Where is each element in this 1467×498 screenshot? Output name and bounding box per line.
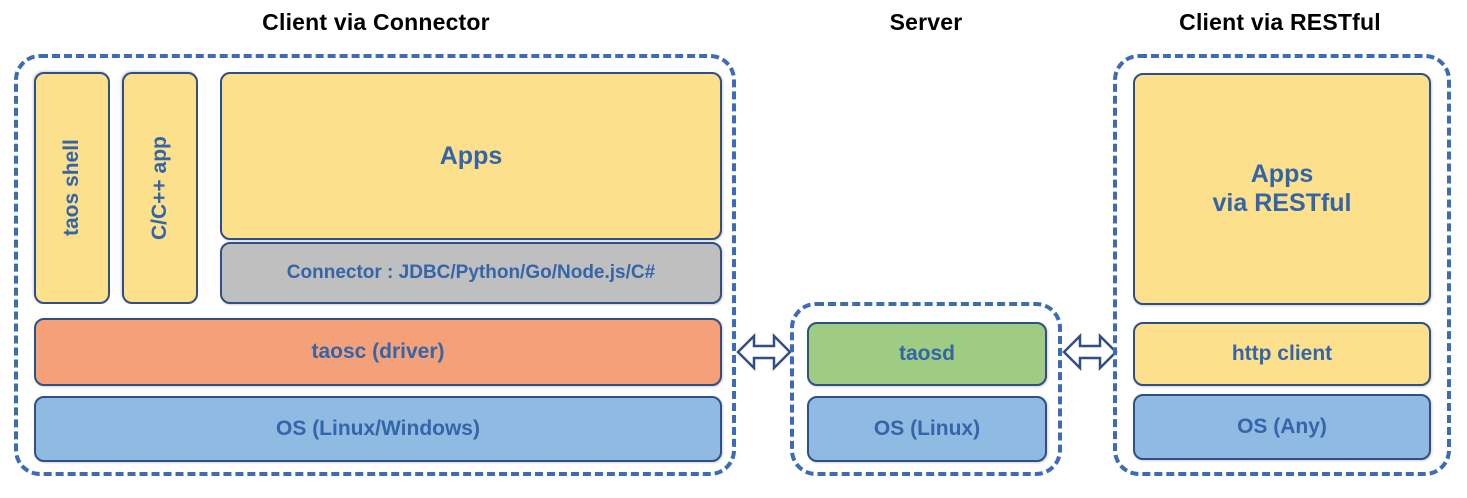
block-taosc-driver[interactable]: taosc (driver) xyxy=(34,318,722,386)
block-os-linux[interactable]: OS (Linux) xyxy=(807,396,1047,462)
block-apps-via-restful-line2: via RESTful xyxy=(1212,189,1352,217)
block-os-any[interactable]: OS (Any) xyxy=(1133,394,1431,460)
group-client-via-connector xyxy=(14,54,736,476)
block-taos-shell[interactable]: taos shell xyxy=(34,72,110,304)
section-title-server: Server xyxy=(889,9,963,35)
block-c-cpp-app[interactable]: C/C++ app xyxy=(122,72,198,304)
block-apps[interactable]: Apps xyxy=(220,72,722,240)
section-title-client-restful: Client via RESTful xyxy=(1179,9,1381,35)
block-http-client[interactable]: http client xyxy=(1133,322,1431,386)
section-title-client-connector: Client via Connector xyxy=(262,9,490,35)
group-client-via-restful xyxy=(1113,54,1451,476)
block-connector-list[interactable]: Connector : JDBC/Python/Go/Node.js/C# xyxy=(220,242,722,304)
block-apps-via-restful[interactable]: Apps via RESTful xyxy=(1133,73,1431,305)
bidirectional-arrow-icon-left xyxy=(736,326,792,378)
group-server xyxy=(790,302,1062,476)
bidirectional-arrow-icon-right xyxy=(1062,326,1118,378)
block-taosd[interactable]: taosd xyxy=(807,322,1047,386)
block-apps-via-restful-line1: Apps xyxy=(1250,160,1314,189)
block-os-linux-windows[interactable]: OS (Linux/Windows) xyxy=(34,396,722,462)
